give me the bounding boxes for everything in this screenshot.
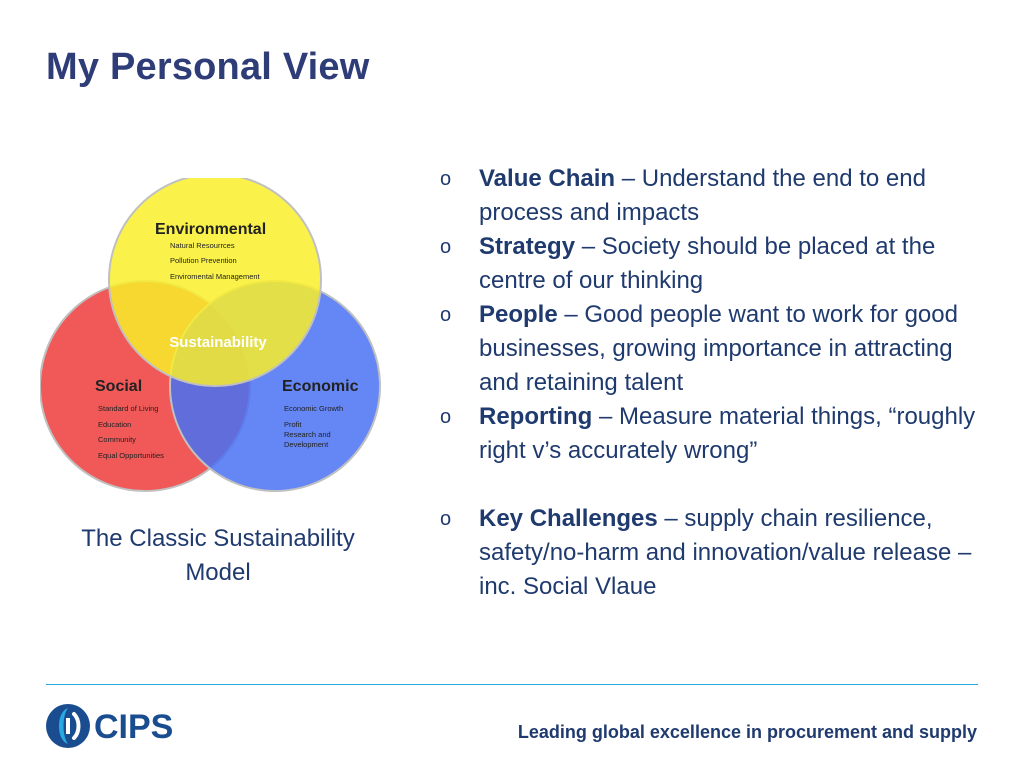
- environmental-label: Environmental: [155, 221, 266, 238]
- bullet-text: – Society should be placed at the centre…: [479, 233, 936, 294]
- economic-item: Profit: [284, 420, 302, 429]
- bullet-text: – Understand the end to end process and …: [479, 165, 926, 226]
- bullet-item-strategy: o Strategy – Society should be placed at…: [440, 230, 980, 298]
- bullet-text: – Good people want to work for good busi…: [479, 301, 958, 396]
- bullet-term: People: [479, 301, 558, 328]
- circle-bullet-icon: o: [440, 406, 452, 428]
- diagram-caption: The Classic Sustainability Model: [81, 525, 355, 586]
- bullet-item-value-chain: o Value Chain – Understand the end to en…: [440, 162, 980, 230]
- social-item: Equal Opportunities: [98, 451, 164, 460]
- bullet-item-key-challenges: o Key Challenges – supply chain resilien…: [440, 502, 980, 604]
- economic-label: Economic: [282, 378, 359, 395]
- center-label: Sustainability: [169, 334, 267, 351]
- environmental-item: Natural Resourrces: [170, 241, 235, 250]
- circle-bullet-icon: o: [440, 508, 452, 530]
- social-label: Social: [95, 378, 142, 395]
- economic-item: Economic Growth: [284, 404, 343, 413]
- environmental-item: Pollution Prevention: [170, 256, 237, 265]
- bullet-item-reporting: o Reporting – Measure material things, “…: [440, 400, 980, 468]
- circle-bullet-icon: o: [440, 236, 452, 258]
- bullet-term: Key Challenges: [479, 505, 658, 532]
- footer-divider: [46, 684, 978, 685]
- bullet-list: o Value Chain – Understand the end to en…: [440, 162, 980, 604]
- cips-logo-text: CIPS: [94, 708, 173, 746]
- bullet-text: – supply chain resilience, safety/no-har…: [479, 505, 972, 600]
- bullet-text: – Measure material things, “roughly righ…: [479, 403, 976, 464]
- environmental-circle: [108, 178, 322, 387]
- circle-bullet-icon: o: [440, 168, 452, 190]
- bullet-term: Strategy: [479, 233, 576, 260]
- sustainability-venn-diagram: Environmental Natural Resourrces Polluti…: [40, 178, 381, 492]
- slide-title: My Personal View: [46, 46, 370, 88]
- bullet-term: Reporting: [479, 403, 593, 430]
- economic-item: Research and: [284, 430, 331, 439]
- environmental-item: Enviromental Management: [170, 272, 261, 281]
- bullet-term: Value Chain: [479, 165, 616, 192]
- economic-item: Development: [284, 440, 329, 449]
- social-item: Community: [98, 435, 136, 444]
- circle-bullet-icon: o: [440, 304, 452, 326]
- social-item: Standard of Living: [98, 404, 158, 413]
- footer-tagline: Leading global excellence in procurement…: [517, 722, 977, 742]
- social-item: Education: [98, 420, 131, 429]
- cips-logo: CIPS: [46, 704, 173, 748]
- bullet-item-people: o People – Good people want to work for …: [440, 298, 980, 400]
